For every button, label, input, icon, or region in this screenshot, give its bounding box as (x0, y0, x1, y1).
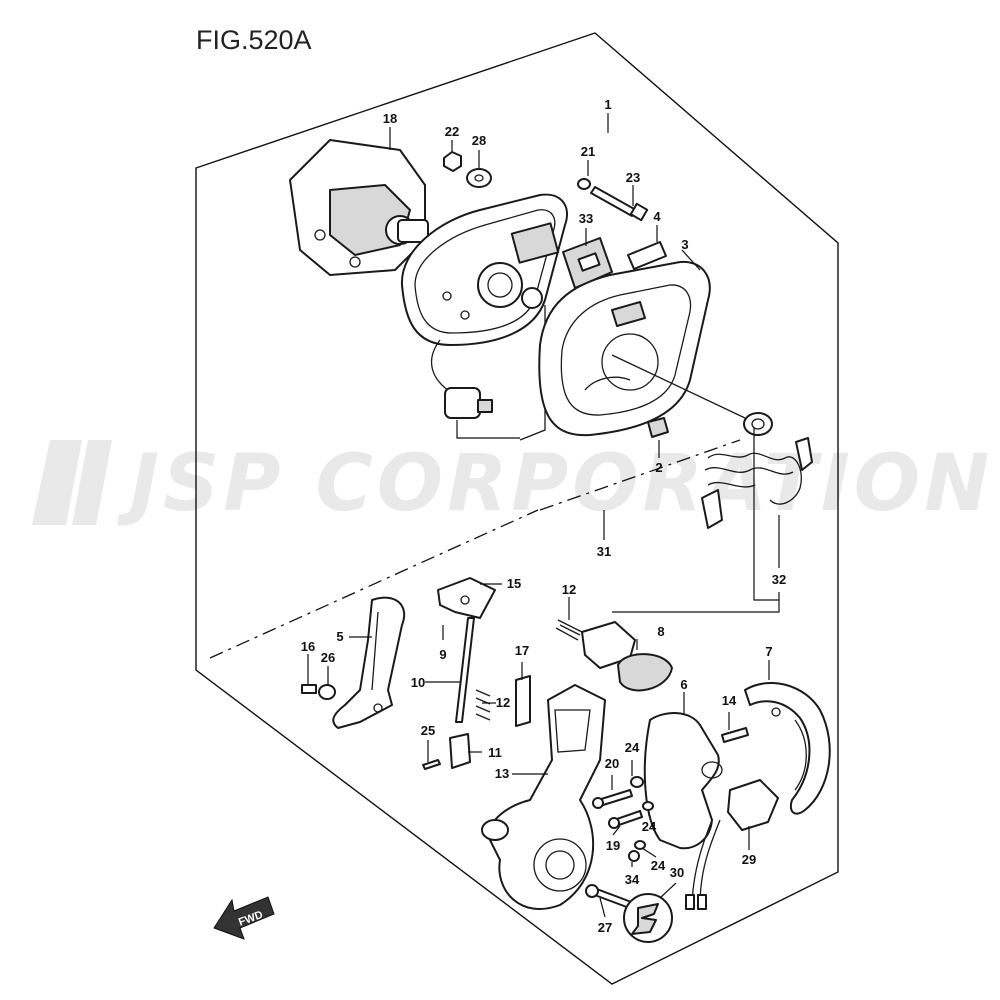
watermark-logo-icon (32, 440, 112, 525)
callout-24-c: 24 (651, 858, 666, 873)
callout-21: 21 (581, 144, 595, 159)
part-20-screw (592, 789, 633, 809)
callout-34: 34 (625, 872, 640, 887)
callout-31: 31 (597, 544, 611, 559)
part-24-washer-b (642, 801, 654, 811)
callout-18: 18 (383, 111, 397, 126)
part-13-lever (481, 684, 606, 910)
callout-7: 7 (765, 644, 772, 659)
callout-4: 4 (653, 209, 661, 224)
callout-33: 33 (579, 211, 593, 226)
callout-14: 14 (722, 693, 737, 708)
callout-13: 13 (495, 766, 509, 781)
callout-10: 10 (411, 675, 425, 690)
callout-23: 23 (626, 170, 640, 185)
callout-30: 30 (670, 865, 684, 880)
leader-lines (307, 113, 780, 918)
part-21-washer (577, 178, 591, 190)
assembly-outline (195, 32, 839, 985)
callout-16: 16 (301, 639, 315, 654)
base-plate-drawing (400, 193, 568, 346)
part-23-screw (590, 186, 649, 222)
part-29-switch (685, 779, 779, 910)
part-8-drawing (581, 621, 673, 692)
callout-17: 17 (515, 643, 529, 658)
part-5-drawing (332, 596, 406, 729)
part-18-drawing (289, 139, 429, 276)
callout-24-a: 24 (625, 740, 640, 755)
part-11-drawing (449, 733, 471, 769)
callout-32: 32 (772, 572, 786, 587)
callout-labels: 1 2 3 4 5 6 7 8 9 10 11 12 12 13 14 15 1… (301, 97, 786, 935)
callout-29: 29 (742, 852, 756, 867)
callout-28: 28 (472, 133, 486, 148)
callout-5: 5 (336, 629, 343, 644)
callout-11: 11 (488, 745, 502, 760)
part-34-screw (628, 850, 640, 862)
callout-6: 6 (680, 677, 687, 692)
part-3-drawing (538, 260, 711, 437)
fwd-arrow-icon: FWD (213, 896, 275, 940)
callout-24-b: 24 (642, 819, 657, 834)
callout-22: 22 (445, 124, 459, 139)
part-22-nut (443, 151, 462, 172)
part-14-pin (721, 727, 749, 743)
watermark-text: JSP CORPORATION (117, 439, 993, 529)
callout-1: 1 (604, 97, 611, 112)
callout-26: 26 (321, 650, 335, 665)
callout-12-upper: 12 (562, 582, 576, 597)
callout-2: 2 (655, 460, 662, 475)
callout-19: 19 (606, 838, 620, 853)
part-33-switch (562, 237, 613, 289)
part-24-washer-c (634, 840, 646, 850)
part-12-spring-upper (555, 619, 583, 641)
part-16-bolt (301, 684, 317, 694)
figure-title: FIG.520A (196, 25, 312, 55)
callout-9: 9 (439, 647, 446, 662)
part-30-emblem (623, 893, 673, 943)
callout-15: 15 (507, 576, 521, 591)
callout-12-lower: 12 (496, 695, 510, 710)
part-26-washer (318, 684, 336, 700)
part-4-label (627, 241, 667, 270)
part-32-lanyard (701, 437, 813, 529)
separator-line (209, 509, 539, 659)
part-12-spring-lower (475, 689, 491, 721)
callout-8: 8 (657, 624, 664, 639)
axis-line (611, 354, 746, 419)
part-6-housing (643, 712, 723, 850)
callout-20: 20 (605, 756, 619, 771)
callout-27: 27 (598, 920, 612, 935)
part-ring (743, 412, 773, 436)
part-19-screw (608, 810, 643, 829)
watermark: JSP CORPORATION (32, 439, 993, 529)
callout-3: 3 (681, 237, 688, 252)
part-15-drawing (437, 577, 496, 619)
connector-drawing (444, 387, 493, 419)
part-24-washer-a (630, 776, 644, 788)
callout-25: 25 (421, 723, 435, 738)
part-2-clip (647, 417, 669, 438)
part-25-pin (422, 759, 441, 770)
part-7-handle (744, 681, 831, 815)
separator-line-2 (539, 439, 741, 511)
part-28-washer (466, 168, 492, 188)
part-10-rod (455, 617, 475, 723)
part-17-plate (515, 675, 531, 727)
